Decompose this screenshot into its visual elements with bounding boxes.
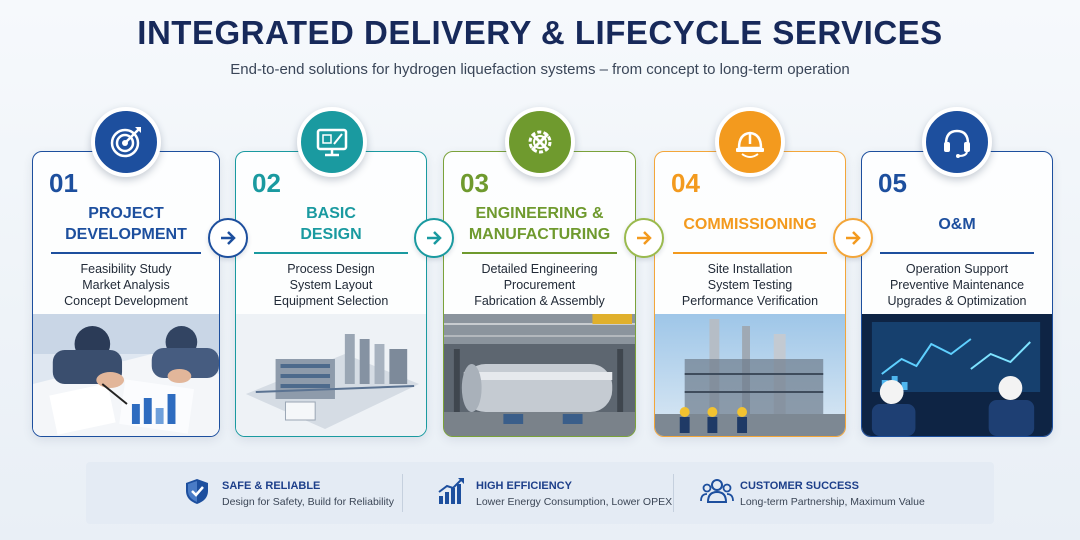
stage-title: BASIC DESIGN xyxy=(236,202,426,246)
stage-title-line: BASIC xyxy=(306,205,356,222)
stage-item: Process Design xyxy=(287,262,375,276)
target-icon xyxy=(91,107,161,177)
feature-title: HIGH EFFICIENCY xyxy=(476,480,572,492)
stage-number: 04 xyxy=(671,168,700,198)
stage-item: System Layout xyxy=(289,278,373,292)
stage-item: Market Analysis xyxy=(82,278,170,292)
arrow-connector xyxy=(833,218,873,258)
stage-title-line: PROJECT xyxy=(88,205,164,222)
photo-refinery-site xyxy=(655,314,845,436)
stage-items: Site Installation System Testing Perform… xyxy=(655,261,845,309)
stage-item: Upgrades & Optimization xyxy=(887,294,1027,308)
divider xyxy=(51,252,201,254)
stage-card-commissioning: 04 COMMISSIONING Site Installation Syste… xyxy=(654,151,846,437)
photo-control-room xyxy=(862,314,1052,436)
gear-wrench-icon xyxy=(505,107,575,177)
stage-title-line: COMMISSIONING xyxy=(683,215,817,233)
stage-item: Equipment Selection xyxy=(273,294,389,308)
divider xyxy=(462,252,617,254)
arrow-connector xyxy=(624,218,664,258)
stage-number: 01 xyxy=(49,168,78,198)
hard-hat-icon xyxy=(715,107,785,177)
feature-subtitle: Lower Energy Consumption, Lower OPEX xyxy=(476,496,673,508)
feature-title: CUSTOMER SUCCESS xyxy=(740,480,859,492)
shield-check-icon xyxy=(182,476,212,506)
growth-chart-icon xyxy=(436,476,466,506)
headset-icon xyxy=(922,107,992,177)
feature-subtitle: Long-term Partnership, Maximum Value xyxy=(740,496,925,508)
stage-item: Site Installation xyxy=(707,262,793,276)
stage-title-line: DEVELOPMENT xyxy=(65,226,187,243)
stage-title: O&M xyxy=(862,202,1052,246)
stage-number: 05 xyxy=(878,168,907,198)
stage-title-line: O&M xyxy=(938,215,976,233)
divider xyxy=(880,252,1034,254)
stage-item: System Testing xyxy=(707,278,793,292)
stage-title-line: DESIGN xyxy=(300,226,362,243)
arrow-connector xyxy=(414,218,454,258)
stage-item: Performance Verification xyxy=(681,294,819,308)
stage-items: Process Design System Layout Equipment S… xyxy=(236,261,426,309)
stage-items: Operation Support Preventive Maintenance… xyxy=(862,261,1052,309)
stage-item: Detailed Engineering xyxy=(481,262,598,276)
divider xyxy=(673,474,674,512)
page-title: INTEGRATED DELIVERY & LIFECYCLE SERVICES xyxy=(137,14,943,51)
stage-items: Detailed Engineering Procurement Fabrica… xyxy=(444,261,635,309)
stage-title-line: ENGINEERING & xyxy=(475,205,604,222)
feature-bar: SAFE & RELIABLE Design for Safety, Build… xyxy=(86,462,994,524)
stage-card-om: 05 O&M Operation Support Preventive Main… xyxy=(861,151,1053,437)
stage-item: Concept Development xyxy=(64,294,188,308)
stage-item: Preventive Maintenance xyxy=(889,278,1025,292)
divider xyxy=(402,474,403,512)
arrow-connector xyxy=(208,218,248,258)
stage-item: Operation Support xyxy=(905,262,1009,276)
stage-card-basic-design: 02 BASIC DESIGN Process Design System Lay… xyxy=(235,151,427,437)
photo-factory-tank xyxy=(444,314,635,436)
stage-title: PROJECT DEVELOPMENT xyxy=(33,202,219,246)
stage-title-line: MANUFACTURING xyxy=(468,226,611,243)
stage-title: ENGINEERING & MANUFACTURING xyxy=(444,202,635,246)
stage-item: Fabrication & Assembly xyxy=(474,294,605,308)
stage-card-engineering-manufacturing: 03 ENGINEERING & MANUFACTURING Detailed E… xyxy=(443,151,636,437)
people-group-icon xyxy=(700,476,734,506)
stage-number: 02 xyxy=(252,168,281,198)
stage-title: COMMISSIONING xyxy=(655,202,845,246)
design-monitor-icon xyxy=(297,107,367,177)
stage-number: 03 xyxy=(460,168,489,198)
stage-items: Feasibility Study Market Analysis Concep… xyxy=(33,261,219,309)
divider xyxy=(254,252,408,254)
stage-item: Procurement xyxy=(503,278,576,292)
photo-business-analysis xyxy=(33,314,219,436)
photo-plant-model xyxy=(236,314,426,436)
feature-subtitle: Design for Safety, Build for Reliability xyxy=(222,496,394,508)
stage-item: Feasibility Study xyxy=(80,262,172,276)
feature-title: SAFE & RELIABLE xyxy=(222,480,321,492)
stage-card-project-development: 01 PROJECT DEVELOPMENT Feasibility Study … xyxy=(32,151,220,437)
divider xyxy=(673,252,827,254)
page-subtitle: End-to-end solutions for hydrogen liquef… xyxy=(230,61,850,78)
